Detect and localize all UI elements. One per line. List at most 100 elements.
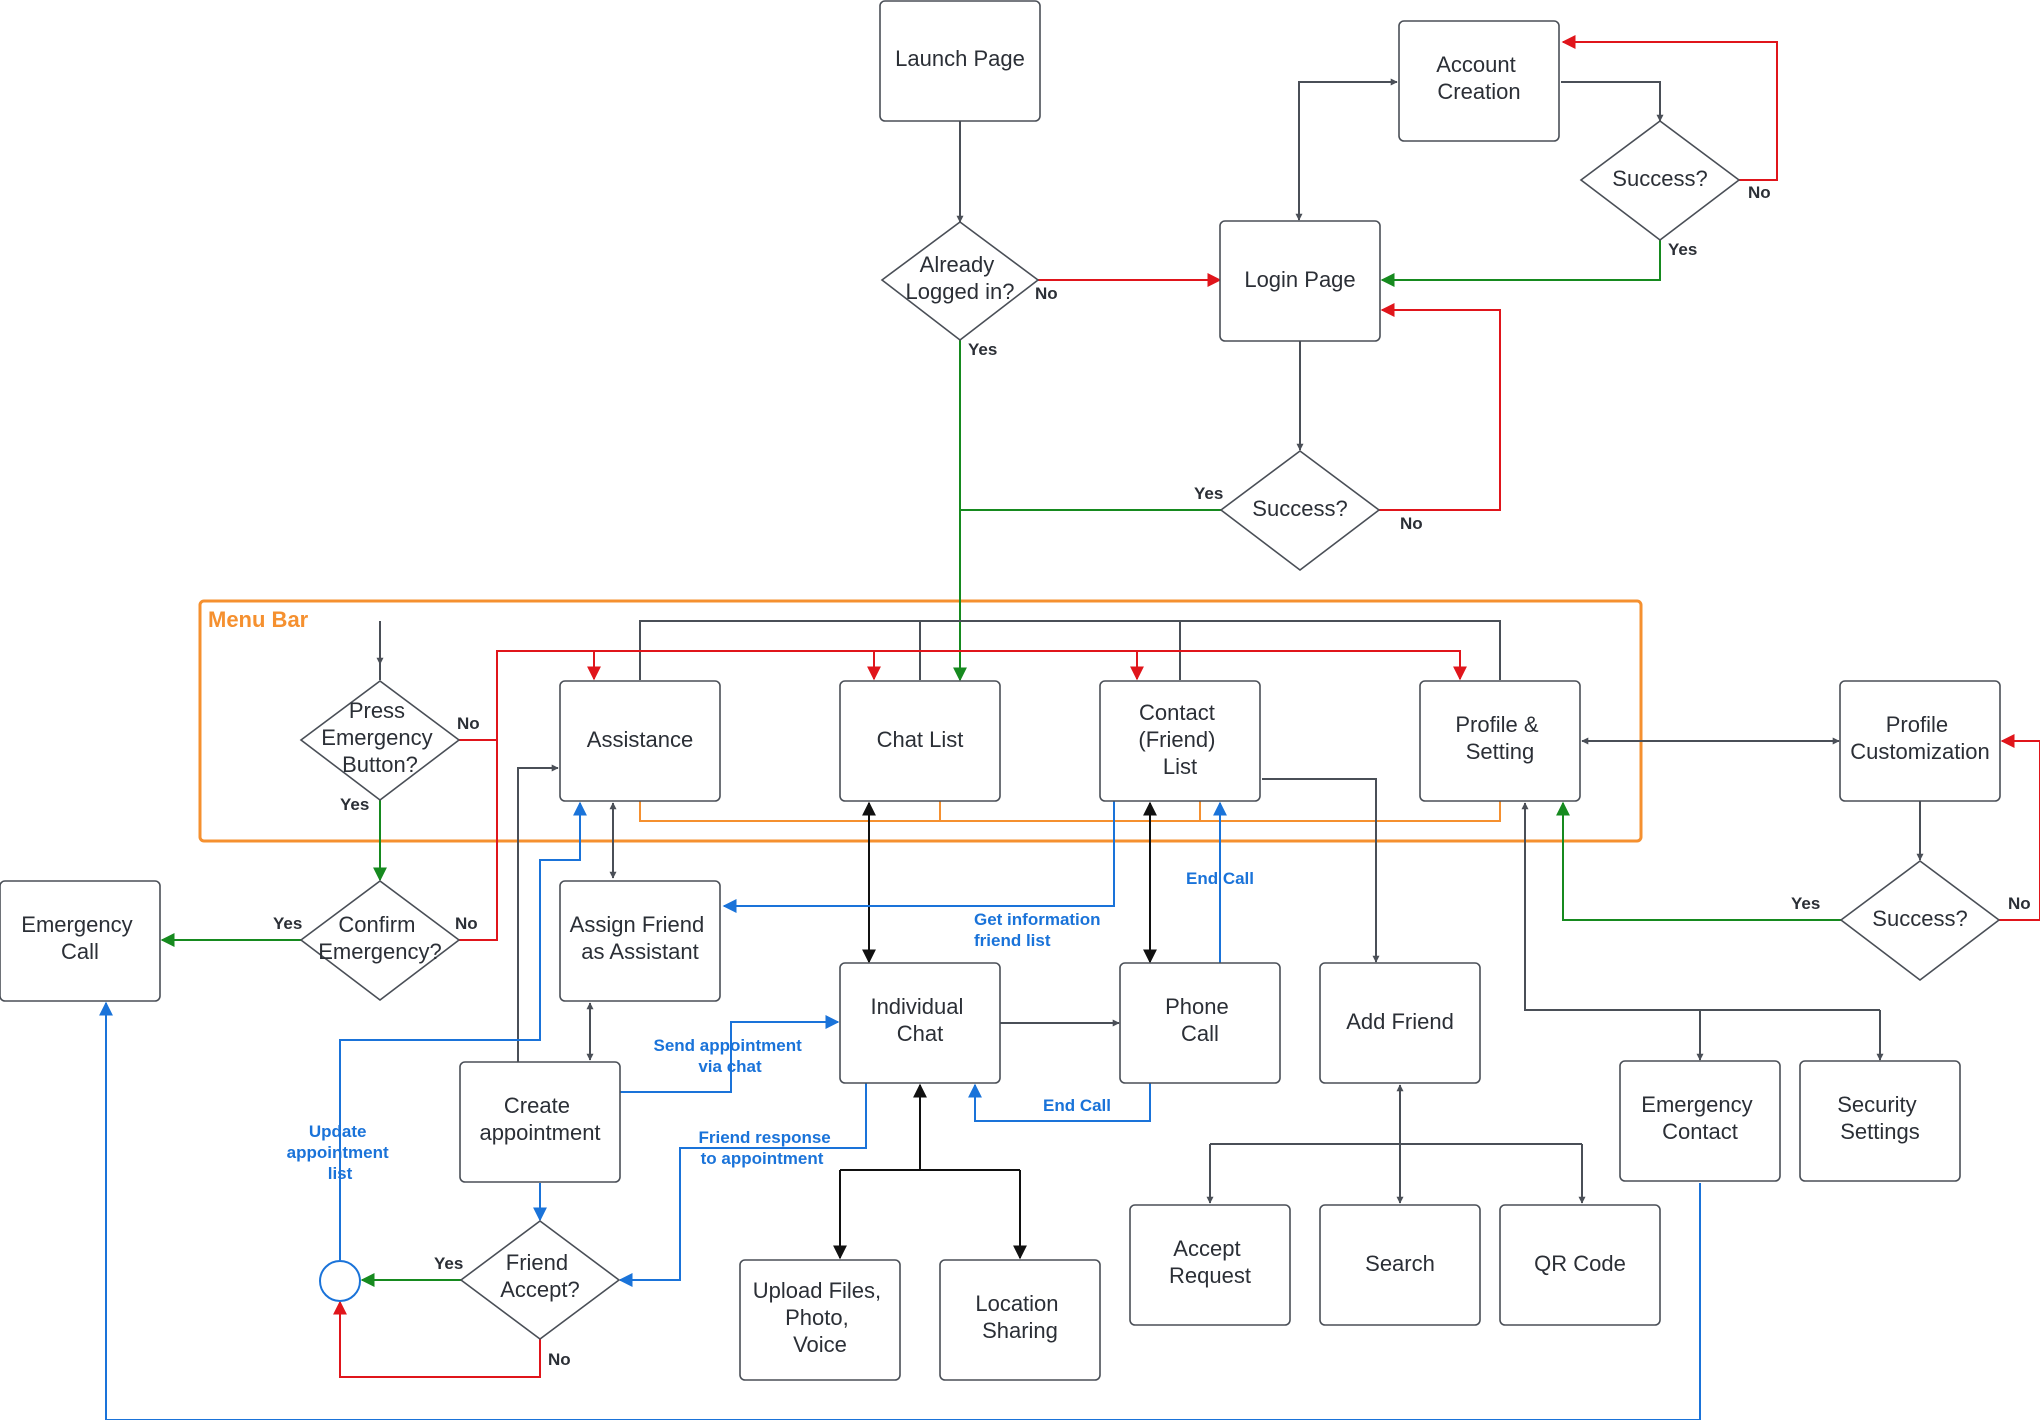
node-success-login[interactable] (1219, 450, 1381, 572)
label-friend-response: Friend response to appointment (699, 1128, 836, 1168)
node-success-account[interactable] (1579, 120, 1741, 242)
node-emergency-call[interactable] (0, 880, 161, 1002)
label-account-success-yes: Yes (1668, 240, 1697, 259)
node-phone-call-label: Phone Call (1165, 994, 1235, 1046)
label-already-yes: Yes (968, 340, 997, 359)
menu-bar-title: Menu Bar (208, 607, 309, 632)
node-accept-request[interactable] (1129, 1204, 1291, 1326)
node-contact-list[interactable] (1099, 680, 1261, 802)
node-success-profile[interactable] (1839, 860, 2001, 982)
node-create-appointment-label: Create appointment (479, 1093, 600, 1145)
label-get-information: Get information friend list (974, 910, 1105, 950)
node-assistance-label: Assistance (587, 727, 693, 752)
edge-end-call-bottom (968, 1083, 1151, 1122)
node-assistance[interactable] (559, 680, 721, 802)
node-profile-setting-label: Profile & Setting (1455, 712, 1544, 764)
node-security-settings-label: Security Settings (1837, 1092, 1923, 1144)
edge-profile-success-no (1998, 734, 2040, 921)
node-success-profile-label: Success? (1872, 906, 1967, 931)
node-upload-files-label: Upload Files, Photo, Voice (753, 1278, 888, 1357)
edge-profile-settings-bus (1521, 802, 1880, 1011)
label-send-appointment: Send appointment via chat (653, 1036, 806, 1076)
edge-confirm-no (459, 651, 498, 941)
label-confirm-no: No (455, 914, 478, 933)
label-accept-no: No (548, 1350, 571, 1369)
edge-contact-addfriend (1262, 778, 1380, 963)
node-profile-customization[interactable] (1839, 680, 2001, 802)
edge-create-to-assistance (517, 764, 559, 1062)
node-create-appointment[interactable] (459, 1061, 621, 1183)
label-end-call-bottom: End Call (1043, 1096, 1111, 1115)
node-search[interactable] (1319, 1204, 1481, 1326)
node-confirm-emergency-label: Confirm Emergency? (318, 912, 442, 964)
node-merge-circle (319, 1260, 361, 1302)
edge-update-appointment (339, 801, 587, 1260)
node-success-login-label: Success? (1252, 496, 1347, 521)
node-add-friend-label: Add Friend (1346, 1009, 1454, 1034)
edge-menu-orange-bus (639, 801, 1501, 822)
edge-send-appointment (620, 1015, 840, 1093)
node-add-friend[interactable] (1319, 962, 1481, 1084)
edge-account-to-success (1561, 81, 1664, 122)
node-assign-friend[interactable] (559, 880, 721, 1002)
edge-login-success-no (1379, 303, 1501, 511)
label-account-success-no: No (1748, 183, 1771, 202)
node-individual-chat-label: Individual Chat (870, 994, 969, 1046)
node-profile-setting[interactable] (1419, 680, 1581, 802)
label-login-success-no: No (1400, 514, 1423, 533)
node-phone-call[interactable] (1119, 962, 1281, 1084)
node-press-emergency[interactable] (299, 680, 461, 802)
node-location-sharing[interactable] (939, 1259, 1101, 1381)
node-profile-customization-label: Profile Customization (1850, 712, 1989, 764)
menu-bar-container (198, 599, 1643, 843)
edge-get-information (722, 801, 1115, 913)
node-already-logged-in[interactable] (880, 221, 1040, 342)
label-end-call-top: End Call (1186, 869, 1254, 888)
edge-login-account (1295, 78, 1398, 221)
edge-profile-success-yes (1556, 801, 1842, 921)
node-upload-files[interactable] (739, 1259, 901, 1381)
edge-account-success-no (1561, 35, 1778, 181)
node-friend-accept[interactable] (459, 1220, 621, 1340)
label-press-yes: Yes (340, 795, 369, 814)
label-accept-yes: Yes (434, 1254, 463, 1273)
node-emergency-contact[interactable] (1619, 1060, 1781, 1182)
edge-addfriend-children (1210, 1085, 1582, 1145)
label-already-no: No (1035, 284, 1058, 303)
edge-account-success-yes (1380, 240, 1661, 287)
node-launch-page-label: Launch Page (895, 46, 1025, 71)
label-confirm-yes: Yes (273, 914, 302, 933)
node-chat-list-label: Chat List (877, 727, 964, 752)
node-security-settings[interactable] (1799, 1060, 1961, 1182)
node-qr-code[interactable] (1499, 1204, 1661, 1326)
node-confirm-emergency[interactable] (299, 880, 461, 1002)
node-login-page[interactable] (1219, 220, 1381, 342)
edge-accept-no-circle (333, 1300, 541, 1378)
edge-individual-children (839, 1085, 1021, 1258)
node-account-creation[interactable] (1398, 20, 1560, 142)
node-search-label: Search (1365, 1251, 1435, 1276)
node-contact-list-label: Contact (Friend) List (1138, 700, 1221, 779)
node-friend-accept-label: Friend Accept? (500, 1250, 580, 1302)
node-success-account-label: Success? (1612, 166, 1707, 191)
edge-emergency-contact-call (99, 1001, 1701, 1420)
node-accept-request-label: Accept Request (1169, 1236, 1251, 1288)
node-location-sharing-label: Location Sharing (975, 1291, 1064, 1343)
node-press-emergency-label: Press Emergency Button? (321, 698, 438, 777)
edge-friend-response (618, 1083, 867, 1287)
node-emergency-contact-label: Emergency Contact (1641, 1092, 1758, 1144)
label-login-success-yes: Yes (1194, 484, 1223, 503)
node-qr-code-label: QR Code (1534, 1251, 1626, 1276)
node-assign-friend-label: Assign Friend as Assistant (570, 912, 711, 964)
node-individual-chat[interactable] (839, 962, 1001, 1084)
label-update-appointment: Update appointment list (287, 1122, 394, 1183)
label-press-no: No (457, 714, 480, 733)
node-launch-page[interactable] (879, 0, 1041, 122)
node-login-page-label: Login Page (1244, 267, 1355, 292)
node-already-logged-in-label: Already Logged in? (906, 252, 1015, 304)
label-profile-success-yes: Yes (1791, 894, 1820, 913)
node-chat-list[interactable] (839, 680, 1001, 802)
label-profile-success-no: No (2008, 894, 2031, 913)
node-account-creation-label: Account Creation (1436, 52, 1522, 104)
node-emergency-call-label: Emergency Call (21, 912, 138, 964)
